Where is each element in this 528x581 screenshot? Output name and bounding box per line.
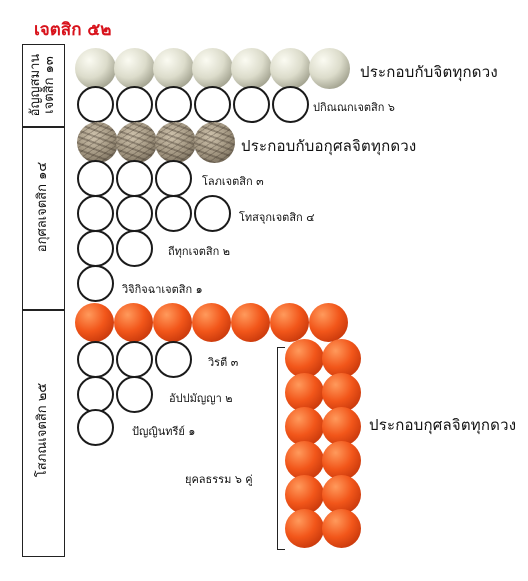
sphere-pearl: [192, 48, 233, 89]
sphere-orange: [75, 303, 114, 342]
circle-hollow: [77, 230, 114, 267]
circle-hollow: [77, 195, 114, 232]
sphere-orange: [309, 303, 348, 342]
circle-hollow: [77, 376, 114, 413]
sphere-orange: [285, 475, 324, 514]
circle-hollow: [116, 376, 153, 413]
sphere-pearl: [75, 48, 116, 89]
sphere-orange: [285, 509, 324, 548]
group-sobhana-label: โสภณเจตสิก ๒๕: [35, 382, 50, 478]
group-anna-samana-line2: เจตสิก ๑๓: [42, 56, 57, 114]
circle-hollow: [77, 409, 114, 446]
circle-hollow: [155, 160, 192, 197]
label-yugala: ยุคลธรรม ๖ คู่: [185, 473, 253, 486]
circle-hollow: [77, 86, 114, 123]
circle-hollow: [194, 86, 231, 123]
sphere-orange: [114, 303, 153, 342]
group-anna-samana-frame: อัญญสมาน เจตสิก ๑๓: [22, 44, 65, 128]
label-dosa: โทสจุกเจตสิก ๔: [239, 211, 315, 224]
group-anna-samana-line1: อัญญสมาน: [28, 53, 43, 117]
circle-hollow: [155, 195, 192, 232]
circle-hollow: [116, 160, 153, 197]
circle-hollow: [155, 86, 192, 123]
sphere-stone: [155, 122, 196, 163]
label-vicikiccha: วิจิกิจฉาเจตสิก ๑: [122, 283, 203, 296]
sphere-orange: [322, 407, 361, 446]
circle-hollow: [116, 341, 153, 378]
label-every-akusala: ประกอบกับอกุศลจิตทุกดวง: [241, 137, 417, 155]
label-lobha: โลภเจตสิก ๓: [202, 175, 264, 188]
label-every-citta: ประกอบกับจิตทุกดวง: [360, 63, 498, 81]
label-pakinnaka: ปกิณณกเจตสิก ๖: [313, 101, 395, 114]
circle-hollow: [77, 160, 114, 197]
sphere-orange: [322, 373, 361, 412]
sphere-stone: [194, 122, 235, 163]
sphere-stone: [116, 122, 157, 163]
group-akusala-label: อกุศลเจตสิก ๑๔: [35, 161, 50, 253]
group-sobhana-frame: โสภณเจตสิก ๒๕: [22, 309, 65, 557]
sphere-orange: [322, 339, 361, 378]
label-panna: ปัญญินทรีย์ ๑: [132, 425, 196, 438]
sphere-orange: [285, 407, 324, 446]
circle-hollow: [272, 86, 309, 123]
yugala-bracket: [277, 347, 285, 550]
sphere-orange: [270, 303, 309, 342]
circle-hollow: [233, 86, 270, 123]
sphere-orange: [192, 303, 231, 342]
sphere-orange: [231, 303, 270, 342]
circle-hollow: [116, 230, 153, 267]
group-akusala-frame: อกุศลเจตสิก ๑๔: [22, 126, 65, 311]
sphere-orange: [285, 339, 324, 378]
circle-hollow: [155, 341, 192, 378]
circle-hollow: [116, 86, 153, 123]
sphere-orange: [285, 373, 324, 412]
circle-hollow: [77, 265, 114, 302]
label-appamanna: อัปปมัญญา ๒: [169, 392, 233, 405]
circle-hollow: [116, 195, 153, 232]
sphere-orange: [322, 509, 361, 548]
circle-hollow: [77, 341, 114, 378]
label-thina: ถีทุกเจตสิก ๒: [168, 245, 231, 258]
sphere-orange: [285, 441, 324, 480]
sphere-orange: [153, 303, 192, 342]
page-title: เจตสิก ๕๒: [34, 20, 112, 40]
circle-hollow: [194, 195, 231, 232]
sphere-pearl: [270, 48, 311, 89]
sphere-orange: [322, 441, 361, 480]
sphere-pearl: [231, 48, 272, 89]
sphere-pearl: [309, 48, 350, 89]
sphere-pearl: [114, 48, 155, 89]
label-virati: วิรตี ๓: [208, 356, 239, 369]
sphere-stone: [77, 122, 118, 163]
label-every-kusala: ประกอบกุศลจิตทุกดวง: [369, 416, 517, 434]
sphere-orange: [322, 475, 361, 514]
group-anna-samana-label: อัญญสมาน เจตสิก ๑๓: [28, 45, 57, 125]
sphere-pearl: [153, 48, 194, 89]
